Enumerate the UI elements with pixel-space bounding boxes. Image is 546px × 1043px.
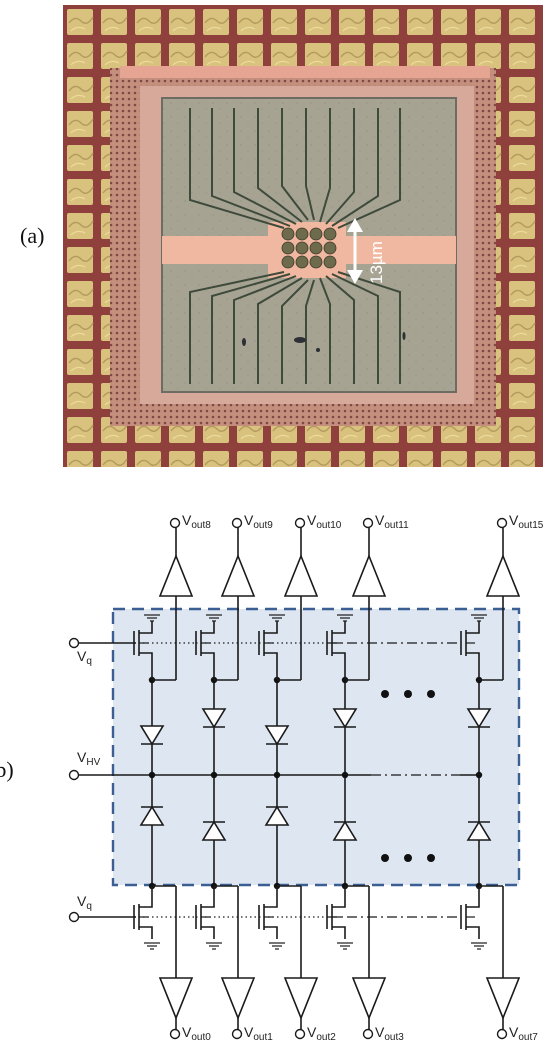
diode-bottom-0 — [139, 805, 165, 826]
out-terminal-bottom-4 — [496, 1028, 508, 1040]
panel-a-label: (a) — [20, 223, 44, 248]
drain-bottom-0 — [139, 886, 153, 908]
output-label-top-0: Vout8 — [182, 512, 211, 531]
vhv-terminal — [68, 769, 80, 781]
buffer-bottom-3 — [351, 977, 387, 1021]
buffer-top-4 — [485, 553, 521, 597]
source-top-1 — [201, 652, 215, 680]
vq-top-terminal — [68, 637, 80, 649]
vhv-label: VHV — [77, 749, 101, 768]
source-bottom-2 — [264, 926, 278, 939]
output-label-top-2: Vout10 — [307, 512, 342, 531]
diode-top-2 — [264, 725, 290, 746]
ellipsis-dot-4 — [404, 854, 412, 862]
vq-top-label: Vq — [77, 648, 92, 667]
source-top-0 — [139, 652, 153, 680]
ellipsis-dot-2 — [427, 690, 435, 698]
scale-bar: 13µm — [347, 218, 386, 284]
output-label-bottom-3: Vout3 — [375, 1024, 404, 1043]
diode-top-0 — [139, 725, 165, 746]
diode-bottom-1 — [201, 820, 227, 841]
output-label-bottom-4: Vout7 — [509, 1024, 538, 1043]
output-label-top-1: Vout9 — [244, 512, 273, 531]
vq-bottom-label: Vq — [77, 893, 92, 912]
out-terminal-top-2 — [294, 517, 306, 529]
diode-top-1 — [201, 708, 227, 729]
chip-micrograph: 13µm — [63, 5, 543, 467]
buffer-top-1 — [220, 553, 256, 597]
drain-top-3 — [332, 621, 346, 634]
drain-top-1 — [201, 621, 215, 634]
drain-top-4 — [466, 621, 480, 634]
pixel-array-region — [111, 607, 521, 887]
drain-bottom-2 — [264, 886, 278, 908]
drain-top-2 — [264, 621, 278, 634]
drain-top-0 — [139, 621, 153, 634]
source-bottom-0 — [139, 926, 153, 939]
buffer-top-2 — [283, 553, 319, 597]
out-terminal-bottom-3 — [362, 1028, 374, 1040]
buffer-bottom-0 — [158, 977, 194, 1021]
node-hv-0 — [148, 771, 156, 779]
output-label-top-3: Vout11 — [375, 512, 409, 531]
node-hv-3 — [341, 771, 349, 779]
source-top-2 — [264, 652, 278, 680]
buffer-bottom-1 — [220, 977, 256, 1021]
drain-bottom-1 — [201, 886, 215, 908]
node-hv-2 — [273, 771, 281, 779]
out-terminal-top-1 — [231, 517, 243, 529]
pixel-array-schematic: VHVVqVqVout8Vout0Vout9Vout1Vout10Vout2Vo… — [68, 512, 544, 1043]
ellipsis-dot-1 — [404, 690, 412, 698]
node-hv-4 — [475, 771, 483, 779]
ellipsis-dot-5 — [427, 854, 435, 862]
output-label-top-4: Vout15 — [509, 512, 544, 531]
out-terminal-bottom-2 — [294, 1028, 306, 1040]
source-bottom-1 — [201, 926, 215, 939]
drain-bottom-3 — [332, 886, 346, 908]
output-label-bottom-2: Vout2 — [307, 1024, 336, 1043]
diode-bottom-2 — [264, 805, 290, 826]
diode-bottom-3 — [332, 820, 358, 841]
diode-bottom-4 — [466, 820, 492, 841]
buffer-bottom-2 — [283, 977, 319, 1021]
out-terminal-top-0 — [169, 517, 181, 529]
ellipsis-dot-0 — [381, 690, 389, 698]
source-top-3 — [332, 652, 346, 680]
buffer-bottom-4 — [485, 977, 521, 1021]
ellipsis-dot-3 — [381, 854, 389, 862]
source-bottom-3 — [332, 926, 346, 939]
buffer-top-0 — [158, 553, 194, 597]
output-label-bottom-1: Vout1 — [244, 1024, 273, 1043]
output-label-bottom-0: Vout0 — [182, 1024, 211, 1043]
source-bottom-4 — [466, 926, 480, 939]
out-terminal-top-3 — [362, 517, 374, 529]
diode-top-3 — [332, 708, 358, 729]
scale-bar-label: 13µm — [367, 241, 386, 284]
source-top-4 — [466, 652, 480, 680]
node-hv-1 — [210, 771, 218, 779]
diode-top-4 — [466, 708, 492, 729]
vq-bottom-terminal — [68, 911, 80, 923]
panel-b-label: (b) — [0, 757, 14, 782]
out-terminal-top-4 — [496, 517, 508, 529]
out-terminal-bottom-0 — [169, 1028, 181, 1040]
out-terminal-bottom-1 — [231, 1028, 243, 1040]
drain-bottom-4 — [466, 886, 480, 908]
buffer-top-3 — [351, 553, 387, 597]
